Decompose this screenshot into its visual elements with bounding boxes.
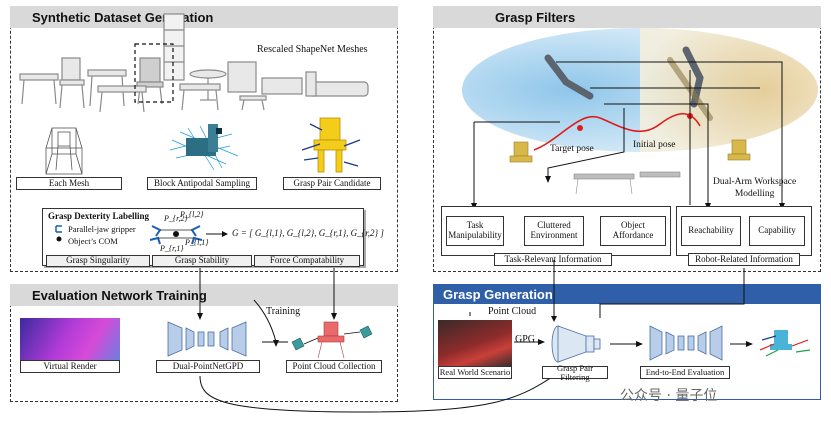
final-grasp-result-image	[752, 320, 814, 366]
point-cloud-label: Point Cloud	[488, 306, 537, 317]
dual-pointnetgpd-label: Dual-PointNetGPD	[156, 360, 260, 373]
grasp-pair-candidate-label: Grasp Pair Candidate	[283, 177, 381, 190]
point-label-pl2: P_{l,2}	[180, 210, 204, 219]
grasp-pair-filtering-label: Grasp Pair Filtering	[542, 363, 608, 381]
dexterity-formula: G = [ G_{l,1}, G_{l,2}, G_{r,1}, G_{r,2}…	[232, 228, 384, 238]
end-to-end-label: End-to-End Evaluation	[640, 366, 730, 379]
trajectory-line	[533, 112, 701, 151]
legend-com-text: Object’s COM	[68, 236, 118, 246]
grasp-pair-filtering-image	[546, 322, 606, 366]
point-cloud-collection-label: Point Cloud Collection	[286, 360, 382, 373]
metric-force-compatability: Force Compatability	[254, 255, 360, 267]
real-world-scenario-image	[438, 320, 512, 368]
watermark-text: 公众号 · 量子位	[620, 388, 718, 404]
virtual-render-image	[20, 318, 120, 360]
each-mesh-label: Each Mesh	[16, 177, 122, 190]
reachability: Reachability	[681, 216, 741, 246]
robot-related-info: Robot-Related Information	[688, 253, 800, 266]
real-world-scenario-label: Real World Scenario	[438, 366, 512, 379]
grasp-filters-title: Grasp Filters	[433, 6, 821, 28]
point-label-pl1: P_{l,1}	[185, 238, 209, 247]
metric-grasp-stability: Grasp Stability	[152, 255, 252, 267]
gpg-label: GPG	[515, 334, 536, 345]
virtual-render-label: Virtual Render	[20, 360, 120, 373]
legend-gripper-text: Parallel-jaw gripper	[68, 224, 136, 234]
task-relevant-info: Task-Relevant Information	[494, 253, 612, 266]
point-cloud-collection-image	[288, 316, 380, 362]
training-arrow-label: Training	[266, 306, 301, 317]
object-affordance: Object Affordance	[600, 216, 666, 246]
point-label-pr1: P_{r,1}	[160, 244, 184, 253]
dexterity-labelling-title: Grasp Dexterity Labelling	[48, 211, 149, 221]
metric-grasp-singularity: Grasp Singularity	[46, 255, 150, 267]
com-icon	[56, 236, 62, 242]
block-sampling-label: Block Antipodal Sampling	[147, 177, 257, 190]
initial-pose-label: Initial pose	[633, 140, 676, 150]
evaluation-training-title: Evaluation Network Training	[10, 284, 398, 306]
gripper-icon	[55, 225, 62, 233]
end-to-end-network	[644, 320, 728, 366]
capability: Capability	[749, 216, 805, 246]
task-manipulability: Task Manipulability	[446, 216, 504, 246]
dual-pointnetgpd-network	[158, 316, 258, 362]
meshes-caption: Rescaled ShapeNet Meshes	[257, 44, 368, 55]
point-label-pr2: P_{r,2}	[164, 214, 188, 223]
target-pose-label: Target pose	[550, 144, 594, 154]
target-pose-dot	[577, 125, 583, 131]
grasp-generation-title: Grasp Generation	[433, 284, 821, 304]
workspace-modelling-label: Dual-Arm Workspace Modelling	[713, 177, 797, 200]
cluttered-environment: Cluttered Environment	[524, 216, 584, 246]
